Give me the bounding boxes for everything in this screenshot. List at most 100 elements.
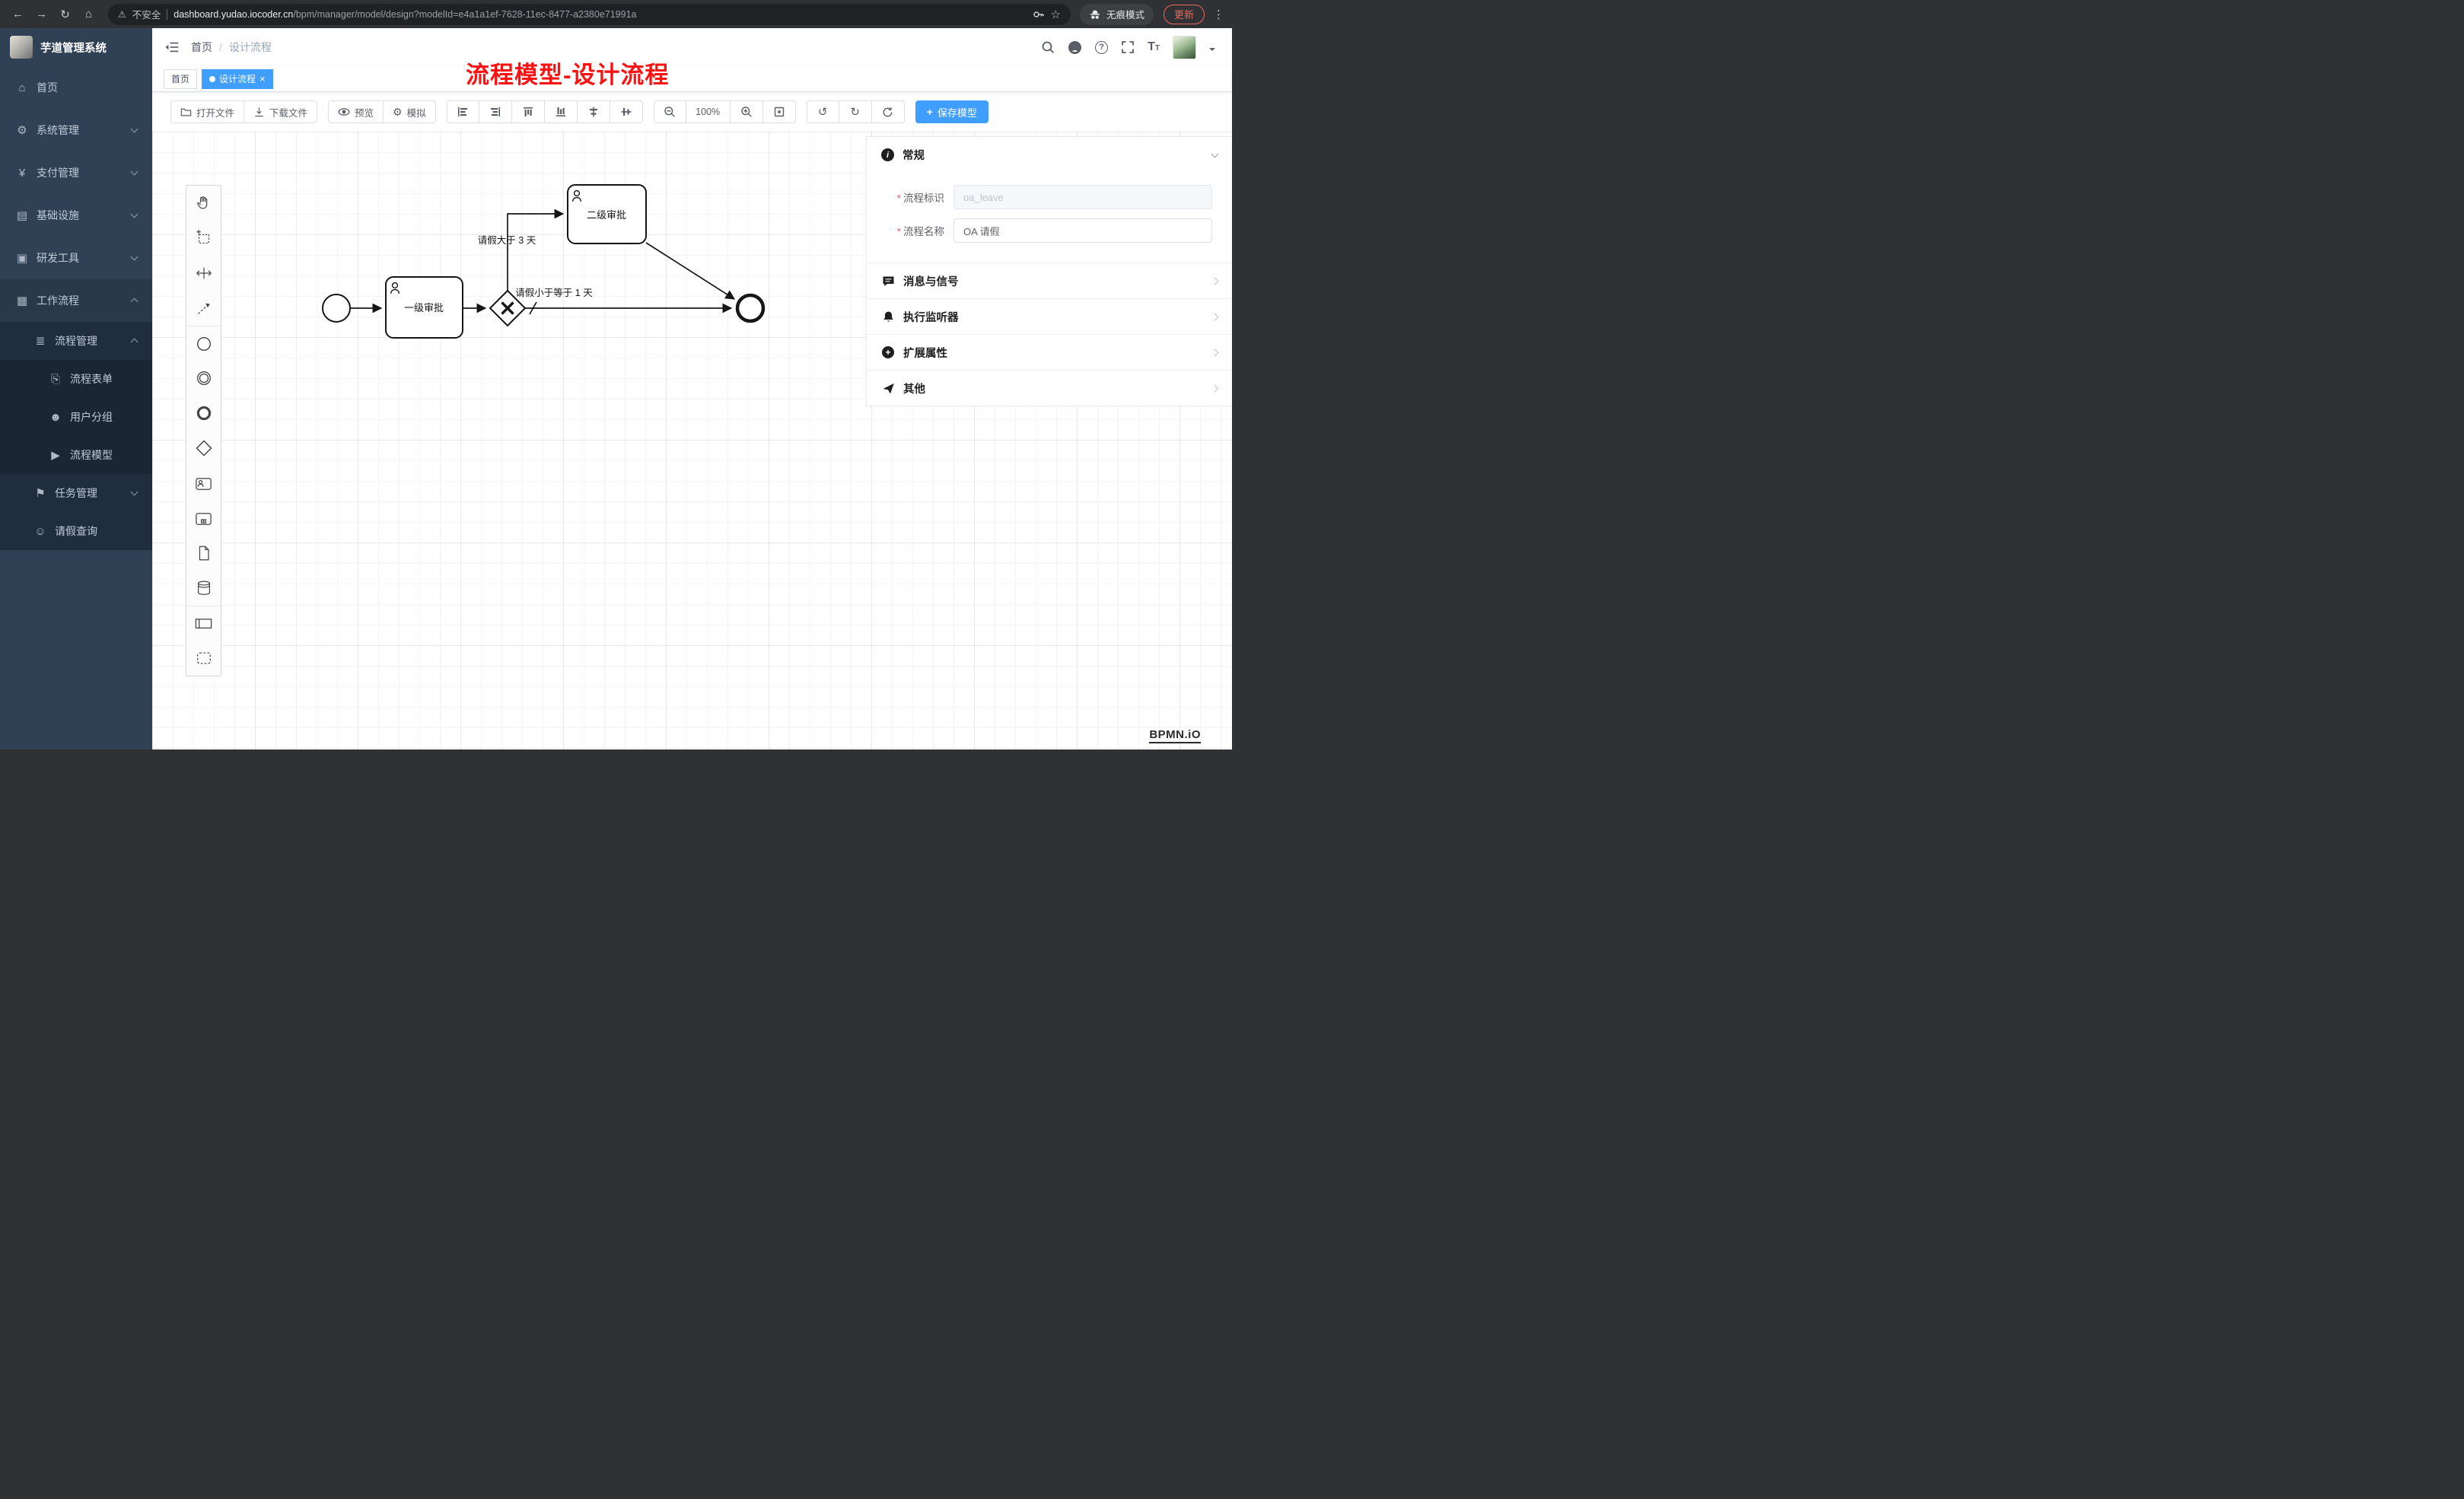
- not-secure-label: 不安全: [132, 10, 161, 21]
- not-secure-warning-icon[interactable]: ⚠: [118, 8, 126, 20]
- sidebar-item-infrastructure[interactable]: ▤ 基础设施: [0, 194, 152, 237]
- url-text: dashboard.yudao.iocoder.cn/bpm/manager/m…: [173, 9, 1026, 20]
- panel-row-label: 消息与信号: [903, 275, 959, 288]
- align-middle-button[interactable]: [610, 100, 643, 123]
- sidebar-item-system[interactable]: ⚙ 系统管理: [0, 109, 152, 151]
- create-gateway-icon[interactable]: [186, 431, 221, 466]
- default-flow-marker: [529, 301, 537, 315]
- gear-icon: ⚙: [393, 106, 403, 118]
- tab-design-process[interactable]: 设计流程 ×: [202, 68, 273, 89]
- create-start-event-icon[interactable]: [186, 326, 221, 361]
- create-data-store-icon[interactable]: [186, 571, 221, 606]
- avatar[interactable]: [1173, 35, 1196, 59]
- align-bottom-button[interactable]: [544, 100, 578, 123]
- space-tool-icon[interactable]: [186, 256, 221, 291]
- restart-button[interactable]: [871, 100, 905, 123]
- zoom-in-button[interactable]: [730, 100, 763, 123]
- align-right-button[interactable]: [479, 100, 512, 123]
- create-group-icon[interactable]: [186, 641, 221, 676]
- back-icon[interactable]: ←: [12, 8, 24, 21]
- save-model-button[interactable]: + 保存模型: [915, 100, 988, 123]
- flow-label-less-equal: 请假小于等于 1 天: [515, 287, 593, 298]
- panel-section-extended-attributes[interactable]: + 扩展属性: [867, 334, 1232, 370]
- bpmn-canvas[interactable]: 一级审批 二级审批 请假大于 3 天 请假小于等于 1 天 i 常规 *流程标识: [152, 132, 1232, 750]
- sidebar-item-workflow[interactable]: ▦ 工作流程: [0, 279, 152, 322]
- address-bar[interactable]: ⚠ 不安全 dashboard.yudao.iocoder.cn/bpm/man…: [108, 3, 1071, 25]
- tab-active-dot: [209, 75, 216, 82]
- flow-label-greater-than: 请假大于 3 天: [478, 235, 536, 246]
- font-size-large-glyph: T: [1148, 40, 1155, 53]
- password-key-icon[interactable]: [1033, 8, 1045, 21]
- process-key-input[interactable]: [953, 185, 1212, 209]
- undo-button[interactable]: ↺: [806, 100, 839, 123]
- lasso-tool-icon[interactable]: [186, 221, 221, 256]
- fullscreen-icon[interactable]: [1121, 40, 1135, 54]
- create-user-task-icon[interactable]: [186, 466, 221, 501]
- bookmark-star-icon[interactable]: ☆: [1050, 8, 1061, 21]
- create-subprocess-icon[interactable]: [186, 501, 221, 536]
- sidebar-item-home[interactable]: ⌂ 首页: [0, 66, 152, 109]
- align-top-button[interactable]: [511, 100, 545, 123]
- global-connect-tool-icon[interactable]: [186, 291, 221, 326]
- send-icon: ▶: [51, 449, 60, 462]
- sidebar-item-label: 研发工具: [37, 252, 79, 264]
- browser-home-icon[interactable]: ⌂: [84, 8, 93, 21]
- gateway-x-icon: [501, 301, 514, 315]
- sidebar-toggle-icon[interactable]: [164, 40, 180, 55]
- sidebar-item-process-form[interactable]: ⎘ 流程表单: [0, 360, 152, 398]
- end-event[interactable]: [735, 293, 766, 323]
- panel-section-execution-listener[interactable]: 执行监听器: [867, 298, 1232, 334]
- flow-gateway-to-second[interactable]: [507, 208, 565, 291]
- sidebar-item-leave-query[interactable]: ☺ 请假查询: [0, 512, 152, 550]
- sidebar-item-process-management[interactable]: ≣ 流程管理: [0, 322, 152, 360]
- flow-second-to-end[interactable]: [645, 242, 736, 300]
- task-second-approval[interactable]: [567, 184, 647, 244]
- github-icon[interactable]: [1068, 40, 1082, 55]
- sidebar-item-devtools[interactable]: ▣ 研发工具: [0, 237, 152, 279]
- task-first-approval[interactable]: [385, 276, 463, 339]
- search-icon[interactable]: [1041, 40, 1055, 54]
- preview-button[interactable]: 预览: [328, 100, 384, 123]
- align-center-button[interactable]: [577, 100, 610, 123]
- panel-section-message-signal[interactable]: 消息与信号: [867, 263, 1232, 298]
- breadcrumb-home[interactable]: 首页: [191, 41, 212, 53]
- bpmn-diagram[interactable]: 一级审批 二级审批 请假大于 3 天 请假小于等于 1 天: [152, 132, 1232, 750]
- browser-menu-icon[interactable]: ⋮: [1213, 8, 1224, 21]
- sidebar-item-label: 任务管理: [55, 487, 97, 499]
- create-data-object-icon[interactable]: [186, 536, 221, 571]
- create-participant-icon[interactable]: [186, 606, 221, 641]
- create-intermediate-event-icon[interactable]: [186, 361, 221, 396]
- sidebar-item-task-management[interactable]: ⚑ 任务管理: [0, 474, 152, 512]
- simulate-button[interactable]: ⚙ 模拟: [384, 100, 436, 123]
- process-name-input[interactable]: [953, 218, 1212, 243]
- help-icon[interactable]: ?: [1095, 40, 1109, 54]
- avatar-dropdown-caret[interactable]: [1209, 47, 1215, 54]
- create-end-event-icon[interactable]: [186, 396, 221, 431]
- hand-tool-icon[interactable]: [186, 186, 221, 221]
- font-size-small-glyph: T: [1154, 44, 1160, 53]
- zoom-out-button[interactable]: [653, 100, 686, 123]
- open-file-button[interactable]: 打开文件: [170, 100, 245, 123]
- reload-icon[interactable]: ↻: [60, 8, 70, 21]
- bpmn-io-logo[interactable]: BPMN.iO: [1149, 728, 1201, 743]
- close-icon[interactable]: ×: [259, 73, 266, 84]
- browser-update-button[interactable]: 更新: [1163, 4, 1205, 24]
- align-left-button[interactable]: [446, 100, 479, 123]
- start-event[interactable]: [322, 294, 351, 323]
- chevron-down-icon: [130, 210, 138, 218]
- sidebar-item-user-group[interactable]: ☻ 用户分组: [0, 398, 152, 436]
- panel-section-general[interactable]: i 常规: [867, 137, 1232, 173]
- plus-circle-icon: +: [881, 346, 895, 358]
- panel-section-other[interactable]: 其他: [867, 370, 1232, 406]
- zoom-reset-button[interactable]: [762, 100, 796, 123]
- forward-icon[interactable]: →: [36, 8, 47, 21]
- app-logo[interactable]: 芋道管理系统: [0, 28, 152, 66]
- download-file-button[interactable]: 下载文件: [244, 100, 318, 123]
- redo-button[interactable]: ↻: [839, 100, 872, 123]
- sidebar-item-process-model[interactable]: ▶ 流程模型: [0, 436, 152, 474]
- panel-row-label: 执行监听器: [903, 311, 959, 324]
- tab-home[interactable]: 首页: [164, 68, 198, 89]
- breadcrumb-current: 设计流程: [228, 41, 272, 53]
- sidebar-item-payment[interactable]: ¥ 支付管理: [0, 151, 152, 194]
